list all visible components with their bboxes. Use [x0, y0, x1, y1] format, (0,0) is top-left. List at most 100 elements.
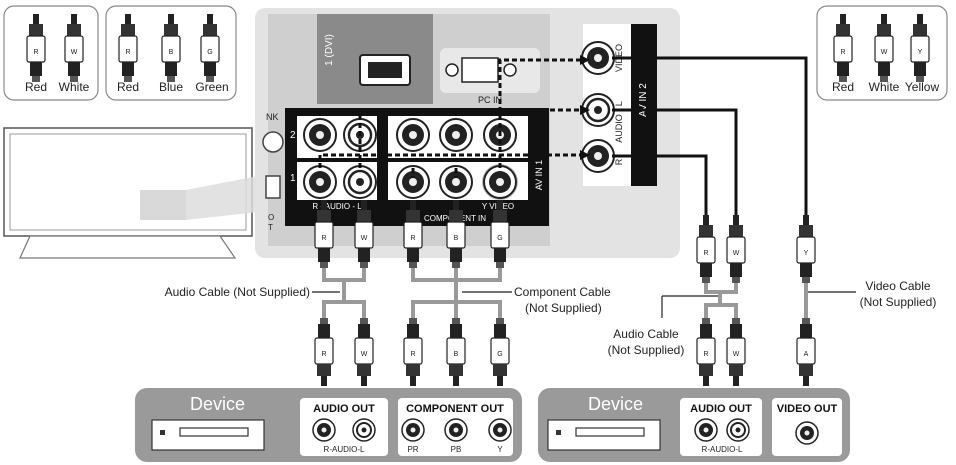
- plug-group-left-bottom: R W R B G: [314, 317, 510, 387]
- plug-group-left-top: R W R B G: [314, 199, 510, 269]
- svg-text:W: W: [733, 250, 740, 257]
- jack-2-r[interactable]: [303, 118, 337, 152]
- svg-text:R: R: [410, 235, 415, 242]
- video-cable-label-1: Video Cable: [865, 279, 930, 293]
- device-left-jack-pr[interactable]: [401, 418, 425, 442]
- av-in-1-label: AV IN 1: [534, 160, 544, 190]
- legend-plug-yellow: Y: [910, 13, 930, 83]
- guide-arrows: [580, 55, 590, 160]
- legend-plug-red: R: [26, 13, 46, 83]
- side-audio-label: AUDIO - L: [614, 101, 624, 143]
- device-left-y: Y: [497, 445, 503, 454]
- right-cable-lines: [704, 283, 808, 318]
- svg-text:R: R: [321, 351, 326, 358]
- device-right-audio-sub: R-AUDIO-L: [702, 445, 743, 454]
- device-left-component-out: COMPONENT OUT: [406, 403, 504, 415]
- legend-label-blue: Blue: [159, 80, 183, 94]
- svg-text:G: G: [497, 235, 502, 242]
- legend-plug-white-2: W: [874, 13, 894, 83]
- legend-plug-red-3: R: [833, 13, 853, 83]
- device-left-jack-r[interactable]: [312, 418, 336, 442]
- device-right-video-out: VIDEO OUT: [777, 403, 838, 415]
- svg-text:B: B: [169, 49, 174, 56]
- legend-label-yellow: Yellow: [905, 80, 940, 94]
- svg-text:R: R: [125, 49, 130, 56]
- jack-2-pr[interactable]: [396, 118, 430, 152]
- device-left-audio-sub: R-AUDIO-L: [324, 445, 365, 454]
- jack-side-video[interactable]: [581, 41, 615, 75]
- svg-text:G: G: [497, 351, 502, 358]
- dvi-label: 1 (DVI): [324, 34, 335, 66]
- row-1-label: 1: [290, 173, 296, 184]
- jack-1-l[interactable]: [342, 164, 378, 200]
- jack-2-pb[interactable]: [439, 118, 473, 152]
- device-right-jack-l[interactable]: [726, 418, 750, 442]
- svg-text:W: W: [881, 49, 888, 56]
- svg-text:B: B: [454, 351, 459, 358]
- jack-1-y[interactable]: [482, 164, 518, 200]
- device-left-pb: PB: [451, 445, 462, 454]
- svg-text:T: T: [268, 223, 273, 232]
- tv-illustration: [3, 127, 258, 259]
- legend-audio: R W Red White: [3, 5, 99, 101]
- audio-cable-right-label-2: (Not Supplied): [608, 343, 685, 357]
- plug-group-right-bottom: R W A: [696, 317, 816, 387]
- device-right-audio-out: AUDIO OUT: [690, 403, 752, 415]
- av-in-2-panel: VIDEO AUDIO - L AV IN 2 R: [576, 18, 662, 194]
- device-left: Device AUDIO OUT R-AUDIO-L COMPONENT OUT…: [135, 388, 522, 462]
- svg-text:Y: Y: [918, 49, 923, 56]
- plug-group-right-top: R W Y: [696, 214, 816, 284]
- svg-text:R: R: [703, 250, 708, 257]
- svg-text:R: R: [33, 49, 38, 56]
- device-right-jack-r[interactable]: [694, 418, 718, 442]
- callout-lines: [312, 291, 856, 318]
- audio-cable-left-label: Audio Cable (Not Supplied): [165, 285, 310, 299]
- svg-text:O: O: [268, 213, 274, 222]
- side-label: NK: [266, 112, 279, 122]
- legend-label-red-3: Red: [832, 80, 854, 94]
- device-left-audio-out: AUDIO OUT: [313, 403, 375, 415]
- svg-text:W: W: [361, 235, 368, 242]
- legend-component: R B G Red Blue Green: [105, 5, 237, 101]
- left-cable-lines: [322, 268, 502, 318]
- component-cable-label-1: Component Cable: [514, 285, 611, 299]
- audio-in-label: R - AUDIO - L: [312, 202, 362, 211]
- svg-text:B: B: [454, 235, 459, 242]
- legend-plug-red-2: R: [118, 13, 138, 83]
- video-cable-label-2: (Not Supplied): [860, 295, 937, 309]
- device-left-jack-pb[interactable]: [444, 418, 468, 442]
- device-left-title: Device: [190, 394, 245, 414]
- side-cables: [612, 56, 808, 215]
- svg-text:G: G: [207, 49, 212, 56]
- legend-av: R W Y Red White Yellow: [816, 5, 948, 101]
- device-right: Device AUDIO OUT R-AUDIO-L VIDEO OUT: [538, 388, 850, 462]
- pc-in-label: PC IN: [478, 95, 502, 105]
- svg-text:W: W: [71, 49, 78, 56]
- svg-text:W: W: [361, 351, 368, 358]
- component-cable-label-2: (Not Supplied): [525, 301, 602, 315]
- svg-text:A: A: [804, 351, 809, 358]
- svg-text:Y: Y: [804, 250, 809, 257]
- row-2-label: 2: [290, 130, 296, 141]
- legend-plug-green: G: [200, 13, 220, 83]
- legend-label-green: Green: [195, 80, 228, 94]
- device-left-jack-l[interactable]: [352, 418, 376, 442]
- svg-text:R: R: [410, 351, 415, 358]
- svg-text:R: R: [703, 351, 708, 358]
- device-left-jack-y[interactable]: [488, 418, 512, 442]
- legend-label-white-2: White: [869, 80, 900, 94]
- device-left-pr: PR: [407, 445, 418, 454]
- legend-label-red-2: Red: [117, 80, 139, 94]
- side-r-label: R: [614, 158, 624, 165]
- connection-guides: [318, 58, 580, 178]
- device-right-jack-video[interactable]: [795, 421, 819, 445]
- svg-text:R: R: [840, 49, 845, 56]
- jack-1-r[interactable]: [303, 165, 337, 199]
- legend-label-white: White: [59, 80, 90, 94]
- svg-text:R: R: [321, 235, 326, 242]
- audio-cable-right-label-1: Audio Cable: [613, 327, 679, 341]
- av-in-2-label: AV IN 2: [638, 83, 649, 117]
- svg-text:W: W: [733, 351, 740, 358]
- device-right-title: Device: [588, 394, 643, 414]
